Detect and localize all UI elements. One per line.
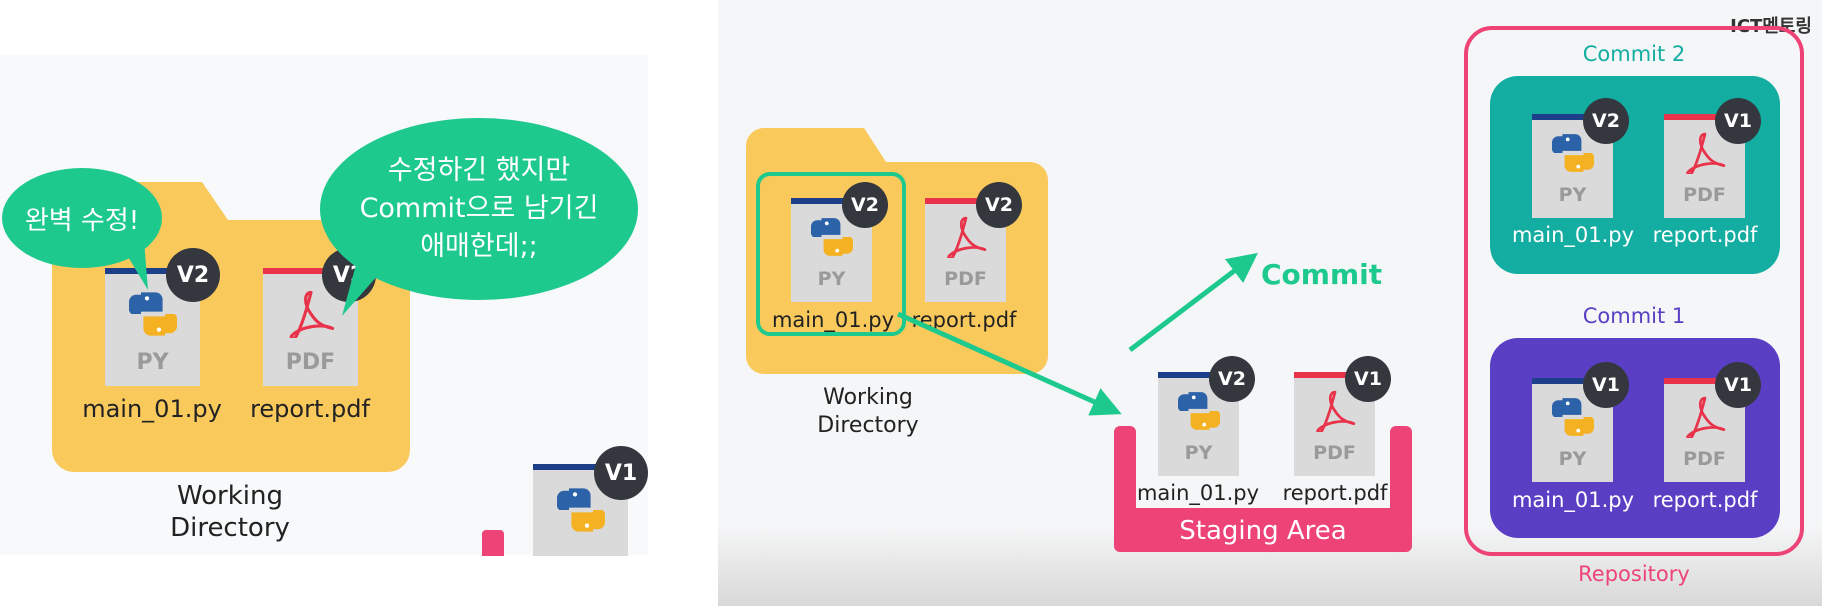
working-directory-label: Working Directory — [788, 384, 948, 440]
commit-title: Commit 2 — [1582, 42, 1686, 66]
file-name: main_01.py — [771, 308, 895, 332]
bubble-line: Commit으로 남기긴 — [359, 193, 599, 224]
label-line: Working — [176, 481, 284, 511]
file-color-bar — [1532, 378, 1613, 384]
speech-bubble: 완벽 수정! — [2, 168, 162, 268]
pdf-logo-icon — [1686, 396, 1726, 438]
pdf-logo-icon — [289, 290, 335, 338]
file-color-bar — [1158, 372, 1239, 378]
staging-area-label: Staging Area — [1179, 516, 1347, 546]
file-name: main_01.py — [82, 395, 222, 423]
file-color-bar — [1664, 114, 1745, 120]
version-badge: V1 — [1583, 362, 1629, 408]
python-logo-icon — [1552, 134, 1594, 172]
left-panel: PY V2 main_01.py PDF V2 report.pdf 완벽 수정… — [0, 0, 718, 606]
file-name: report.pdf — [250, 395, 370, 423]
file-color-bar — [791, 198, 872, 204]
file-icon-pdf: PDF — [1664, 378, 1745, 482]
label-line: Directory — [817, 413, 919, 438]
file-ext: PDF — [944, 268, 987, 290]
commit-title: Commit 1 — [1582, 304, 1686, 328]
file-ext: PDF — [1313, 442, 1356, 464]
version-badge: V1 — [1345, 356, 1391, 402]
staging-area-edge — [482, 530, 504, 556]
label-line: Directory — [170, 513, 290, 543]
file-color-bar — [1532, 114, 1613, 120]
selection-outline — [756, 172, 906, 336]
file-color-bar — [533, 464, 628, 470]
working-directory-label: Working Directory — [150, 480, 310, 544]
file-color-bar — [925, 198, 1006, 204]
file-name: main_01.py — [1136, 481, 1260, 505]
file-ext: PY — [817, 268, 846, 290]
commit-arrow-label: Commit — [1261, 258, 1383, 291]
right-panel: ICT멘토링 PY V2 main_01.py PDF V2 report.pd… — [718, 0, 1822, 606]
folder-icon — [746, 128, 1048, 374]
version-badge: V1 — [1715, 362, 1761, 408]
bubble-line: 애매한데;; — [420, 231, 538, 262]
file-color-bar — [263, 268, 358, 274]
version-badge: V2 — [166, 248, 220, 302]
commit-arrow — [1128, 252, 1258, 352]
staging-area-tray — [1114, 426, 1412, 552]
bubble-line: 수정하긴 했지만 — [387, 155, 571, 186]
pdf-logo-icon — [1316, 390, 1356, 432]
file-color-bar — [1294, 372, 1375, 378]
file-ext: PY — [136, 350, 169, 375]
file-name: main_01.py — [1511, 223, 1635, 247]
speech-bubble: 수정하긴 했지만 Commit으로 남기긴 애매한데;; — [320, 118, 638, 300]
file-name: main_01.py — [1511, 488, 1635, 512]
add-arrow — [896, 311, 1122, 416]
version-badge: V1 — [1715, 98, 1761, 144]
pdf-logo-icon — [1686, 132, 1726, 174]
version-badge: V2 — [842, 182, 888, 228]
file-name: report.pdf — [1282, 481, 1388, 505]
file-ext: PY — [1184, 442, 1213, 464]
file-name: report.pdf — [1652, 488, 1758, 512]
file-color-bar — [105, 268, 200, 274]
repository-label: Repository — [1578, 562, 1690, 586]
python-logo-icon — [1178, 392, 1220, 430]
version-badge: V2 — [1583, 98, 1629, 144]
version-badge: V2 — [1209, 356, 1255, 402]
repository-frame — [1464, 26, 1804, 556]
file-ext: PDF — [1683, 184, 1726, 206]
version-badge: V2 — [976, 182, 1022, 228]
file-ext: PY — [1558, 184, 1587, 206]
file-icon-pdf: PDF — [1664, 114, 1745, 218]
file-name: report.pdf — [1652, 223, 1758, 247]
file-ext: PDF — [1683, 448, 1726, 470]
file-ext: PDF — [285, 350, 336, 375]
version-badge: V1 — [594, 446, 648, 500]
python-logo-icon — [557, 488, 605, 532]
label-line: Working — [823, 385, 913, 410]
python-logo-icon — [1552, 398, 1594, 436]
flow-arrows — [896, 252, 1258, 416]
file-ext: PY — [1558, 448, 1587, 470]
file-color-bar — [1664, 378, 1745, 384]
